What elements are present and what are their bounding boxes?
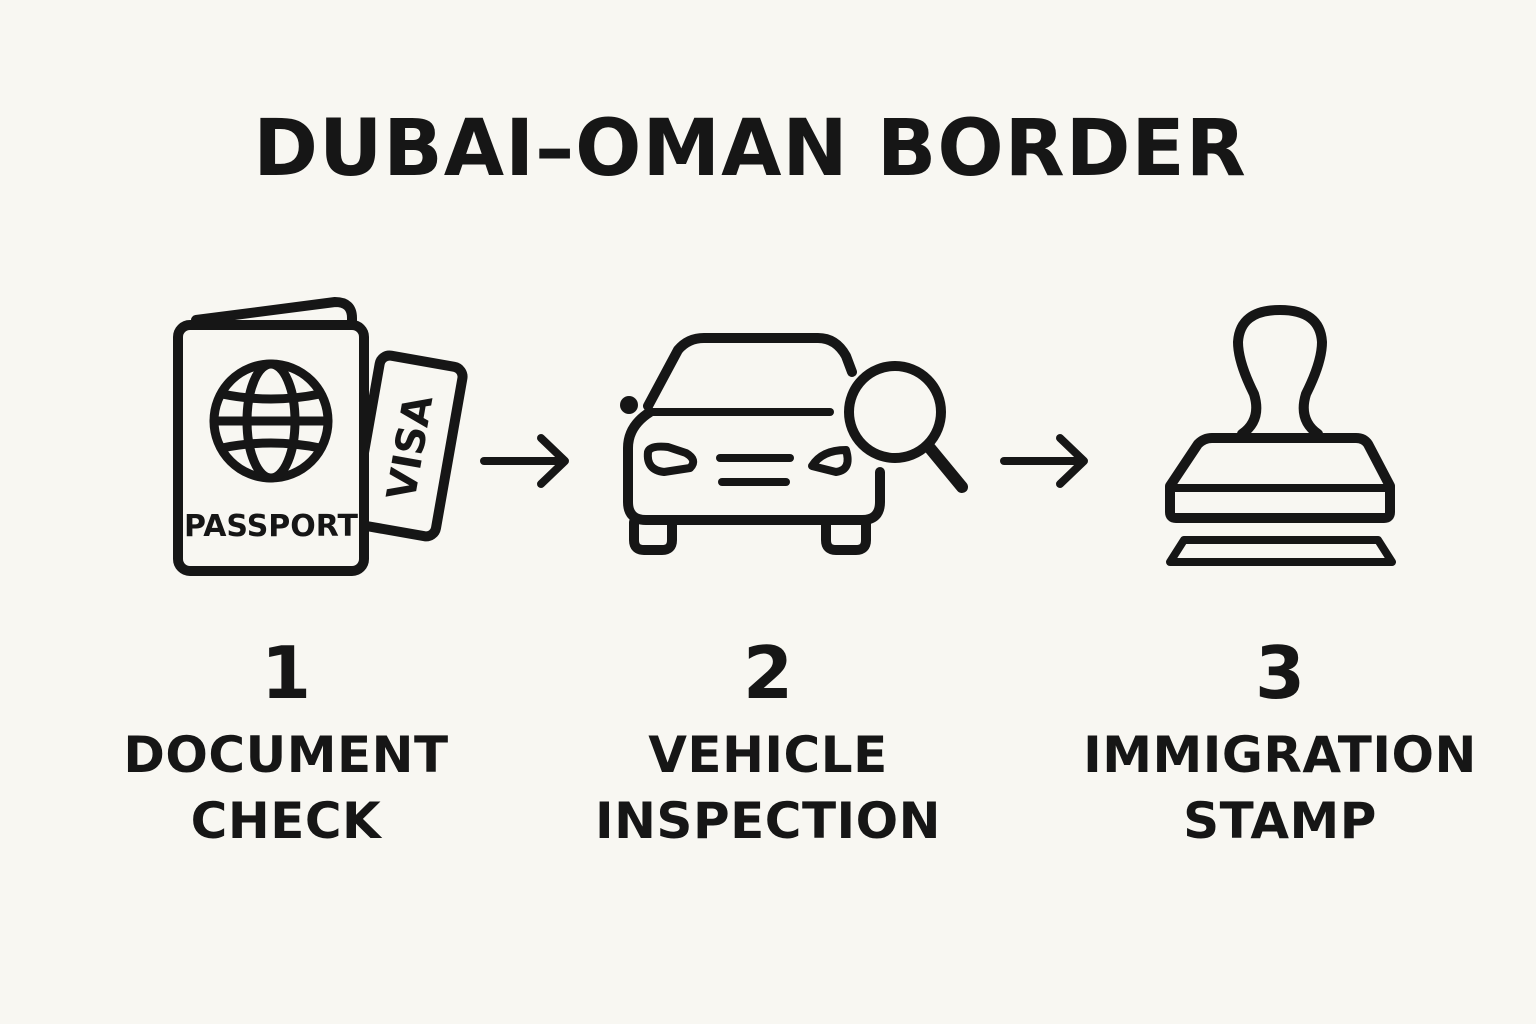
passport-back-page bbox=[191, 297, 357, 335]
step-label-line: IMMIGRATION bbox=[1083, 726, 1477, 784]
car-wheel-right bbox=[821, 517, 871, 555]
car-wheel-left bbox=[629, 517, 677, 555]
stamp-base bbox=[1165, 433, 1395, 523]
step-label-line: VEHICLE bbox=[648, 726, 888, 784]
car-roof bbox=[643, 333, 857, 411]
step-label-line: STAMP bbox=[1183, 792, 1377, 850]
globe-icon bbox=[209, 359, 333, 483]
car-headlight-right bbox=[808, 446, 852, 476]
rubber-stamp-icon bbox=[1165, 305, 1396, 566]
step-label-line: DOCUMENT bbox=[123, 726, 449, 784]
visa-card: VISA bbox=[348, 350, 468, 542]
step-number-3: 3 bbox=[1254, 631, 1306, 715]
step-label-line: CHECK bbox=[190, 792, 382, 850]
car-headlight-left bbox=[643, 442, 698, 476]
passport-visa-icon: VISA PASSPORT bbox=[173, 297, 468, 576]
step-label-immigration-stamp: IMMIGRATION STAMP bbox=[1080, 722, 1480, 854]
arrow-right-icon bbox=[1000, 434, 1088, 488]
passport-text: PASSPORT bbox=[184, 509, 359, 544]
magnifier-icon bbox=[844, 361, 968, 493]
step-label-document-check: DOCUMENT CHECK bbox=[86, 722, 486, 854]
car-body bbox=[623, 407, 885, 525]
stamp-handle bbox=[1233, 305, 1327, 463]
stamp-mark bbox=[1166, 536, 1396, 566]
car-mirror bbox=[620, 396, 638, 414]
arrow-right-icon bbox=[480, 434, 569, 488]
diagram-title: DUBAI–OMAN BORDER bbox=[253, 104, 1247, 194]
step-label-line: INSPECTION bbox=[594, 792, 941, 850]
step-label-vehicle-inspection: VEHICLE INSPECTION bbox=[568, 722, 968, 854]
car-magnifier-icon bbox=[620, 333, 968, 555]
step-number-2: 2 bbox=[742, 631, 794, 715]
step-number-1: 1 bbox=[260, 631, 312, 715]
